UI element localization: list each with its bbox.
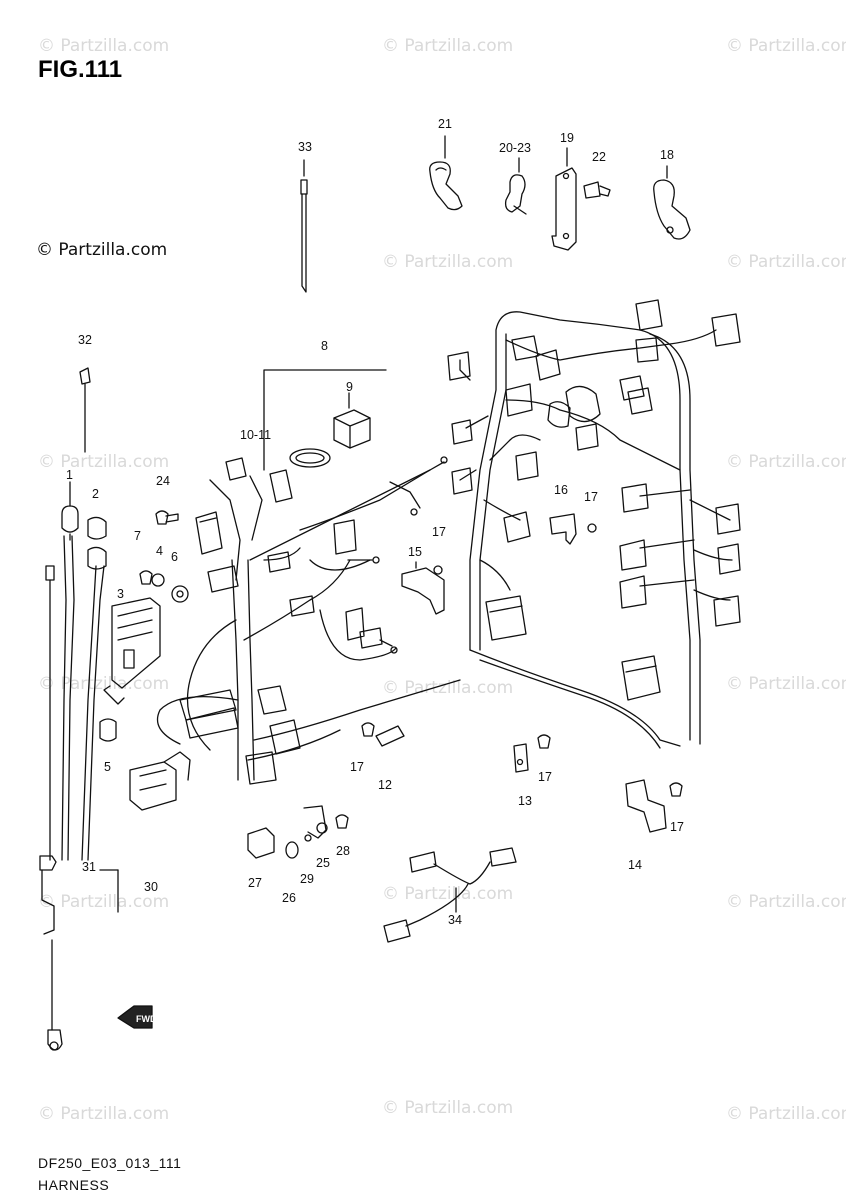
watermark: © Partzilla.com <box>382 884 514 904</box>
relay-9 <box>289 392 371 468</box>
bolt-4 <box>139 570 165 587</box>
fwd-arrow-icon <box>117 1005 153 1029</box>
callout-29: 29 <box>300 872 314 886</box>
clip-12 <box>361 722 405 747</box>
watermark: © Partzilla.com <box>382 36 514 56</box>
figure-title: FIG.111 <box>38 56 123 83</box>
watermark: © Partzilla.com <box>38 36 170 56</box>
callout-22: 22 <box>592 150 606 164</box>
watermark: © Partzilla.com <box>726 452 846 472</box>
callout-32: 32 <box>78 333 92 347</box>
leader-8 <box>263 369 387 471</box>
callout-18: 18 <box>660 148 674 162</box>
bracket-3 <box>103 597 161 705</box>
callout-13: 13 <box>518 794 532 808</box>
harness-right-loop <box>459 311 733 749</box>
callout-6: 6 <box>171 550 178 564</box>
harness-connectors-right <box>447 299 741 701</box>
callout-17: 17 <box>350 760 364 774</box>
callout-17: 17 <box>432 525 446 539</box>
bracket-14 <box>625 779 683 833</box>
callout-19: 19 <box>560 131 574 145</box>
callout-33: 33 <box>298 140 312 154</box>
callout-17: 17 <box>584 490 598 504</box>
harness-middle-branches <box>299 456 448 661</box>
clamp-21 <box>429 135 463 211</box>
callout-3: 3 <box>117 587 124 601</box>
battery-cables-30-31 <box>39 535 119 1051</box>
callout-1: 1 <box>66 468 73 482</box>
callout-10-11: 10-11 <box>240 428 272 442</box>
connector-6-block <box>129 751 191 811</box>
grommet-6 <box>171 585 189 603</box>
sub-harness-34 <box>383 847 517 943</box>
callout-17: 17 <box>538 770 552 784</box>
callout-17: 17 <box>670 820 684 834</box>
bracket-19 <box>551 147 577 251</box>
callout-8: 8 <box>321 339 328 353</box>
callout-27: 27 <box>248 876 262 890</box>
callout-34: 34 <box>448 913 462 927</box>
small-parts-25-29 <box>247 805 349 859</box>
section-name: HARNESS <box>38 1177 110 1193</box>
callout-25: 25 <box>316 856 330 870</box>
watermark: © Partzilla.com <box>726 674 846 694</box>
watermark: © Partzilla.com <box>38 892 170 912</box>
clamp-18 <box>653 165 691 240</box>
watermark: © Partzilla.com <box>726 1104 846 1124</box>
bracket-13 <box>513 734 551 773</box>
callout-2: 2 <box>92 487 99 501</box>
cable-tie-33 <box>300 159 308 293</box>
watermark: © Partzilla.com <box>382 252 514 272</box>
watermark: © Partzilla.com <box>726 36 846 56</box>
cable-1 <box>61 481 79 541</box>
callout-24: 24 <box>156 474 170 488</box>
fwd-label: FWD <box>136 1014 157 1024</box>
grommet-2 <box>87 516 107 570</box>
callout-16: 16 <box>554 483 568 497</box>
clip-20-23 <box>504 157 527 215</box>
bolt-22 <box>583 181 611 199</box>
diagram-code: DF250_E03_013_111 <box>38 1155 182 1171</box>
copyright-notice: © Partzilla.com <box>36 240 168 260</box>
watermark: © Partzilla.com <box>726 892 846 912</box>
callout-26: 26 <box>282 891 296 905</box>
callout-30: 30 <box>144 880 158 894</box>
callout-7: 7 <box>134 529 141 543</box>
bracket-15 <box>401 561 445 615</box>
harness-connectors-left <box>179 457 383 785</box>
watermark: © Partzilla.com <box>38 1104 170 1124</box>
watermark: © Partzilla.com <box>382 1098 514 1118</box>
callout-28: 28 <box>336 844 350 858</box>
callout-31: 31 <box>82 860 96 874</box>
callout-15: 15 <box>408 545 422 559</box>
callout-14: 14 <box>628 858 642 872</box>
bracket-16 <box>549 513 597 545</box>
watermark: © Partzilla.com <box>726 252 846 272</box>
callout-4: 4 <box>156 544 163 558</box>
screw-32 <box>79 367 91 453</box>
callout-21: 21 <box>438 117 452 131</box>
grommet-5 <box>99 718 117 742</box>
callout-5: 5 <box>104 760 111 774</box>
callout-20-23: 20-23 <box>499 141 531 155</box>
watermark: © Partzilla.com <box>38 452 170 472</box>
callout-12: 12 <box>378 778 392 792</box>
callout-9: 9 <box>346 380 353 394</box>
bolt-24 <box>155 510 179 525</box>
